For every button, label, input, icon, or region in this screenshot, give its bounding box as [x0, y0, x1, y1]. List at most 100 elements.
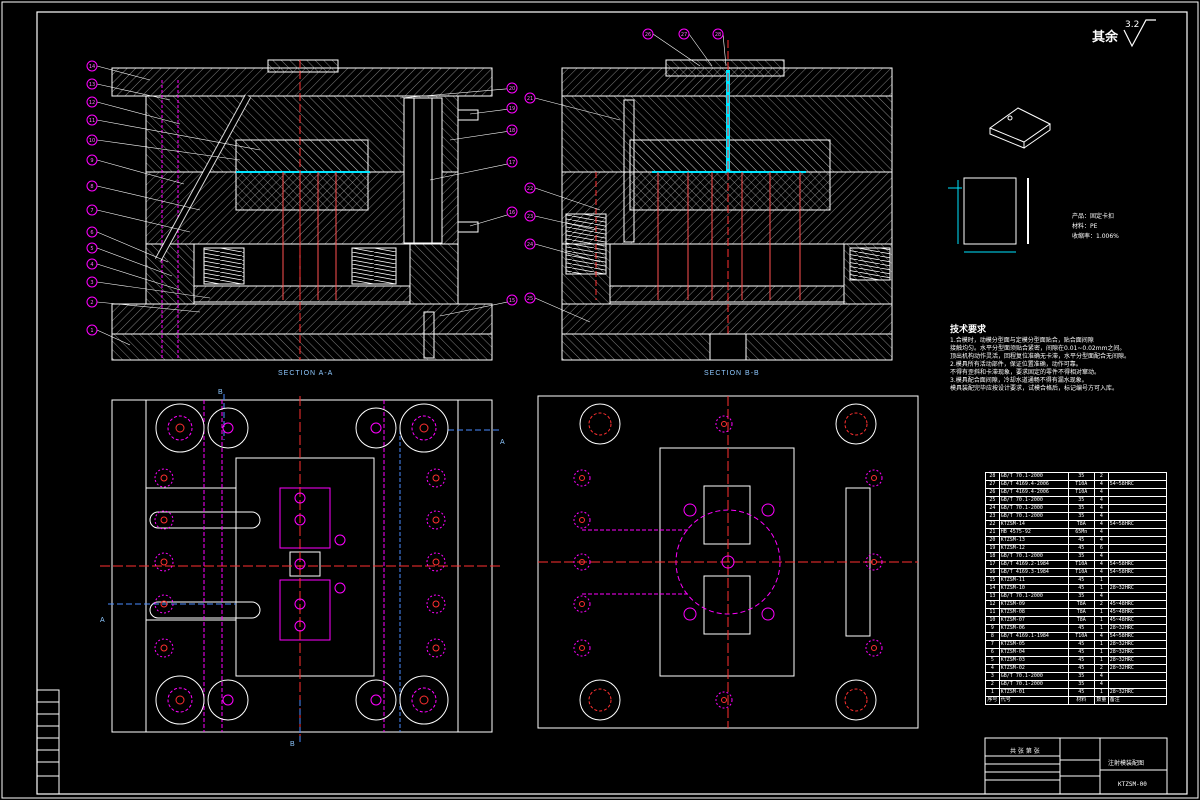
bom-cell: 28~32HRC	[1107, 656, 1168, 665]
balloon-label: 21	[527, 96, 533, 102]
leader-line	[96, 281, 211, 299]
balloon-label: 11	[89, 118, 95, 124]
bom-header-row: 序号代号材料数量备注	[985, 696, 1168, 705]
bom-cell: 4	[1094, 632, 1109, 641]
hole-circle	[588, 412, 612, 436]
bom-cell: 1	[1094, 584, 1109, 593]
hole-circle	[175, 695, 185, 705]
balloon-circle	[86, 180, 98, 192]
bom-cell: 13	[985, 592, 1000, 601]
hole-circle	[154, 594, 174, 614]
bom-cell: 10	[985, 616, 1000, 625]
section-a-label: SECTION A-A	[278, 370, 334, 377]
bom-cell: 54~58HRC	[1107, 480, 1168, 489]
bom-cell: 35	[1067, 504, 1096, 513]
bom-cell	[1107, 544, 1168, 553]
cut-mark-b-top: B	[218, 389, 223, 396]
bom-cell: 2	[1094, 600, 1109, 609]
bom-cell: KTZSM-12	[998, 544, 1069, 553]
cut-mark-a-top: A	[500, 439, 505, 446]
hole-circle	[865, 639, 883, 657]
balloon-label: 7	[90, 208, 93, 214]
balloon-circle	[678, 28, 690, 40]
bom-cell: 45~48HRC	[1107, 608, 1168, 617]
hole-circle	[160, 516, 168, 524]
hole-circle	[426, 552, 446, 572]
balloon-circle	[506, 156, 518, 168]
bom-cell: GB/T 70.1-2000	[998, 552, 1069, 561]
bom-cell: KTZSM-13	[998, 536, 1069, 545]
bom-cell: 24	[985, 504, 1000, 513]
hole-circle	[222, 694, 234, 706]
bom-cell: 22	[985, 520, 1000, 529]
bom-header-cell: 代号	[998, 696, 1069, 705]
hole-circle	[419, 695, 429, 705]
hole-circle	[294, 598, 306, 610]
bom-cell: 45	[1067, 640, 1096, 649]
moving-half-plan-view	[100, 394, 500, 742]
hole-circle	[294, 620, 306, 632]
leader-line	[688, 33, 713, 67]
tech-line: 模具装配完毕应按设计要求，试模合格后，标记编号方可入库。	[950, 385, 1119, 392]
bom-cell: 11	[985, 608, 1000, 617]
bom-cell: 1	[985, 688, 1000, 697]
bom-cell: T8A	[1067, 520, 1096, 529]
bom-header-cell: 序号	[985, 696, 1000, 705]
hole-circle	[871, 475, 877, 481]
bom-cell: 54~58HRC	[1107, 568, 1168, 577]
hole-circle	[579, 601, 585, 607]
bom-cell: 1	[1094, 648, 1109, 657]
bom-cell: 4	[1094, 592, 1109, 601]
bom-cell: 54~58HRC	[1107, 560, 1168, 569]
bom-cell: 25	[985, 496, 1000, 505]
leader-line	[96, 209, 191, 233]
bom-cell: KTZSM-11	[998, 576, 1069, 585]
bom-cell: GB/T 4169.1-1984	[998, 632, 1069, 641]
hole-circle	[844, 412, 868, 436]
bom-cell: 2	[1094, 472, 1109, 481]
bom-cell	[1107, 680, 1168, 689]
balloon-circle	[86, 114, 98, 126]
bom-cell: 4	[1094, 496, 1109, 505]
hole-circle	[761, 607, 775, 621]
hole-circle	[175, 423, 185, 433]
bom-cell	[1107, 472, 1168, 481]
bom-cell: T10A	[1067, 560, 1096, 569]
bom-cell: 45	[1067, 624, 1096, 633]
bom-cell: 1	[1094, 688, 1109, 697]
bom-cell: GB/T 4169.4-2006	[998, 480, 1069, 489]
hole-circle	[432, 516, 440, 524]
bom-cell: 35	[1067, 496, 1096, 505]
balloon-circle	[86, 242, 98, 254]
bom-cell: 54~58HRC	[1107, 632, 1168, 641]
balloon-label: 4	[90, 262, 93, 268]
balloon-circle	[506, 294, 518, 306]
hole-circle	[155, 403, 205, 453]
balloon-label: 9	[90, 158, 93, 164]
bom-cell: GB/T 70.1-2000	[998, 592, 1069, 601]
bom-cell: 4	[1094, 536, 1109, 545]
bom-cell: GB/T 4169.2-1984	[998, 560, 1069, 569]
hole-circle	[411, 415, 437, 441]
bom-cell: 28~32HRC	[1107, 640, 1168, 649]
product-material: 材料：PE	[1072, 223, 1098, 230]
bom-cell	[1107, 576, 1168, 585]
hole-circle	[835, 403, 877, 445]
hole-circle	[399, 403, 449, 453]
balloon-label: 5	[90, 246, 93, 252]
hole-circle	[207, 679, 249, 721]
hole-circle	[579, 645, 585, 651]
cut-mark-a-left: A	[100, 617, 105, 624]
bom-cell: 45	[1067, 544, 1096, 553]
balloon-label: 2	[90, 300, 93, 306]
leader-line	[96, 263, 181, 291]
bom-cell: 28	[985, 472, 1000, 481]
bom-header-cell: 数量	[1094, 696, 1109, 705]
